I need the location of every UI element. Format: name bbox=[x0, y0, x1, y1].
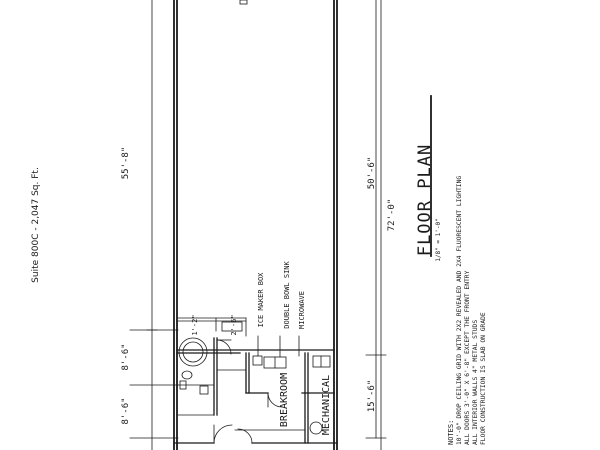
left-dimension-lines bbox=[129, 0, 179, 450]
dim-inner-length: 50'-6" bbox=[367, 157, 377, 190]
dim-small-top: 1'-2" bbox=[191, 314, 199, 335]
marker-box-icon bbox=[239, 0, 248, 5]
plan-title: FLOOR PLAN bbox=[415, 144, 435, 256]
water-heater-icon bbox=[178, 337, 208, 367]
note-line-1: 10'-0" DROP CEILING GRID WITH 2X2 REVEAL… bbox=[456, 176, 463, 445]
note-line-4: FLOOR CONSTRUCTION IS SLAB ON GRADE bbox=[480, 312, 487, 445]
microwave-icon bbox=[312, 355, 331, 368]
plan-scale: 1/8" = 1'-0" bbox=[435, 218, 442, 261]
title-block: FLOOR PLAN 1/8" = 1'-0" bbox=[415, 95, 442, 262]
notes-block: NOTES: 10'-0" DROP CEILING GRID WITH 2X2… bbox=[447, 176, 487, 445]
doors bbox=[213, 339, 283, 444]
dim-top-length: 55'-8" bbox=[121, 147, 131, 180]
suite-label: Suite 800C - 2,047 Sq. Ft. bbox=[31, 167, 41, 283]
lavatory-icon bbox=[199, 385, 209, 395]
notes-heading: NOTES: bbox=[447, 420, 455, 445]
fixture-label-sink: DOUBLE BOWL SINK bbox=[283, 261, 291, 329]
note-line-3: ALL INTERIOR WALLS 4" METAL STUDS bbox=[472, 320, 479, 445]
dim-upper-width-2: 8'-6" bbox=[121, 397, 131, 424]
closet-shelf-icon bbox=[221, 321, 243, 332]
ice-maker-box-icon bbox=[252, 355, 263, 366]
right-dimension-lines bbox=[365, 0, 387, 450]
room-label-breakroom: BREAKROOM bbox=[279, 373, 290, 427]
fixture-label-ice-maker: ICE MAKER BOX bbox=[257, 272, 265, 328]
leader-lines bbox=[257, 335, 300, 358]
fixture-label-microwave: MICROWAVE bbox=[298, 291, 306, 329]
toilet-tank-icon bbox=[179, 380, 187, 390]
water-heater-inner-icon bbox=[182, 341, 204, 363]
mechanical-unit-icon bbox=[309, 421, 323, 435]
note-line-2: ALL DOORS 3'-0" X 6'-8" EXCEPT THE FRONT… bbox=[464, 270, 471, 445]
fixtures bbox=[178, 0, 331, 435]
dim-small-mid: 2'-6" bbox=[230, 314, 238, 335]
outer-walls bbox=[173, 0, 338, 450]
dim-upper-width-1: 8'-6" bbox=[121, 343, 131, 370]
interior-partitions bbox=[176, 317, 335, 444]
toilet-icon bbox=[181, 370, 193, 380]
dim-rear-length: 15'-6" bbox=[367, 380, 377, 413]
room-label-mechanical: MECHANICAL bbox=[321, 375, 332, 435]
dim-overall-length: 72'-0" bbox=[387, 199, 397, 232]
